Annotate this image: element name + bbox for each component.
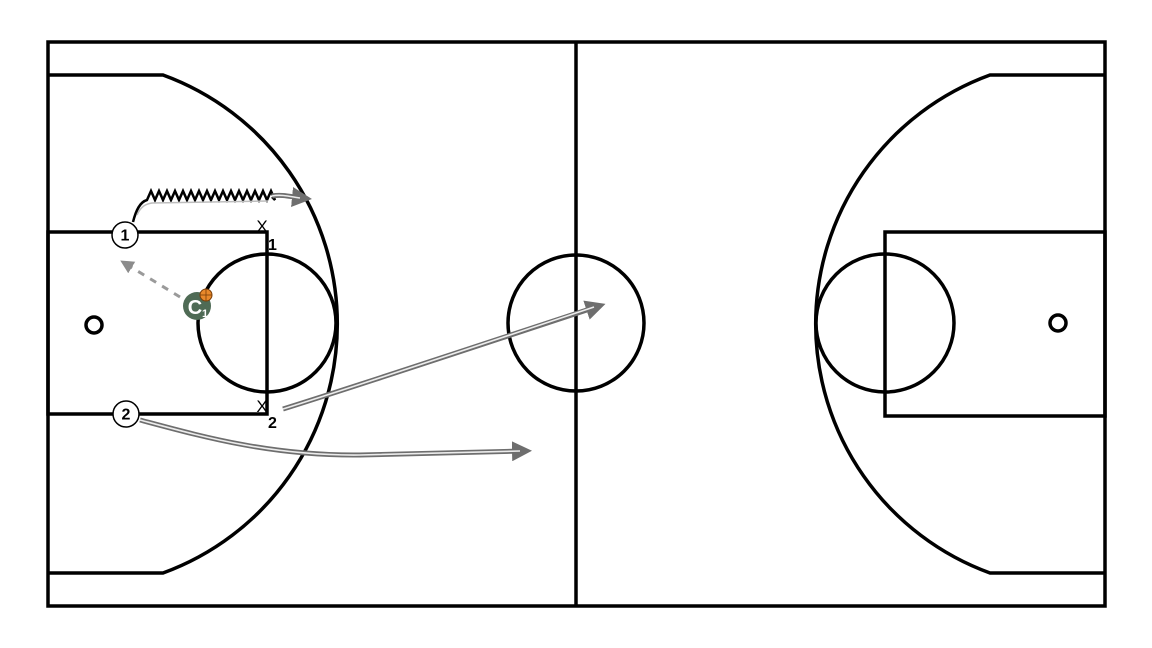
defender-2-cut-arrow — [282, 300, 606, 412]
left-basket — [84, 315, 104, 335]
coach: C 1 — [183, 288, 213, 320]
offensive-player-1-label: 1 — [121, 228, 130, 245]
dribble-path — [131, 187, 277, 223]
court-lines — [46, 40, 1107, 608]
right-key — [883, 230, 1107, 418]
coach-number: 1 — [202, 308, 208, 320]
offensive-player-2: 2 — [112, 400, 140, 428]
offensive-player-1: 1 — [111, 221, 139, 249]
left-three-point-line — [48, 73, 340, 575]
right-three-point-line — [813, 73, 1105, 575]
left-free-throw-circle — [196, 252, 338, 394]
defender-2-number: 2 — [268, 415, 277, 432]
defender-1-mark: X — [256, 217, 267, 236]
left-key — [46, 230, 269, 416]
coach-mark: C — [188, 297, 202, 319]
defender-2-mark: X — [256, 397, 267, 416]
defender-2: X 2 — [256, 397, 277, 432]
play-actions — [120, 187, 606, 462]
player-2-cut-arrow — [139, 417, 532, 462]
right-basket — [1048, 313, 1068, 333]
center-circle — [506, 253, 646, 393]
basketball-icon — [199, 288, 213, 302]
offensive-player-2-label: 2 — [122, 407, 131, 424]
defender-1-number: 1 — [268, 237, 277, 254]
defender-1: X 1 — [256, 217, 277, 254]
dribble-arrow — [271, 187, 312, 207]
right-free-throw-circle — [814, 252, 956, 394]
pass-line — [120, 260, 181, 299]
